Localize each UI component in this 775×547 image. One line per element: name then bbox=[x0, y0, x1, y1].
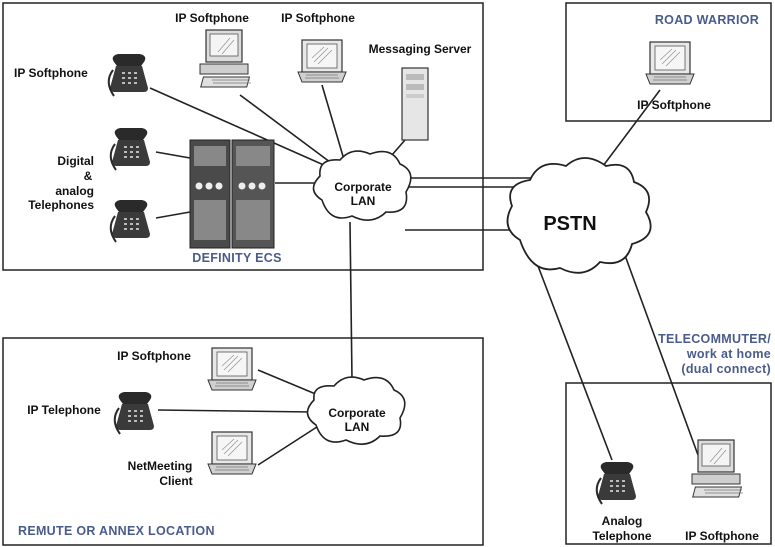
desktop-computer-icon bbox=[199, 29, 252, 88]
telephone-icon bbox=[113, 391, 155, 435]
tele-ip-softphone-label: IP Softphone bbox=[685, 529, 759, 543]
remote-location-label: REMUTE OR ANNEX LOCATION bbox=[18, 524, 215, 538]
laptop-icon bbox=[645, 41, 695, 85]
server-tower-icon bbox=[401, 67, 429, 141]
corporate-lan-bottom-line2: LAN bbox=[345, 420, 370, 434]
corporate-lan-cloud-bottom bbox=[306, 376, 406, 445]
telephone-icon bbox=[109, 127, 151, 171]
pstn-cloud bbox=[506, 157, 652, 274]
remote-location-box bbox=[2, 337, 484, 546]
road-warrior-label: ROAD WARRIOR bbox=[655, 13, 759, 27]
pbx-cabinet-icon bbox=[189, 139, 275, 249]
telecommuter-box bbox=[565, 382, 772, 545]
laptop-icon bbox=[207, 347, 257, 391]
telephone-icon bbox=[107, 53, 149, 97]
messaging-server-label: Messaging Server bbox=[369, 42, 472, 56]
netmeeting-label-1: NetMeeting bbox=[128, 459, 193, 473]
corporate-lan-cloud-top bbox=[312, 150, 412, 221]
telecommuter-label-3: (dual connect) bbox=[681, 362, 771, 376]
analog-telephone-label-1: Analog bbox=[602, 514, 643, 528]
digital-phones-label-1: Digital bbox=[57, 154, 94, 168]
netmeeting-label-2: Client bbox=[159, 474, 192, 488]
digital-phones-label-4: Telephones bbox=[28, 198, 94, 212]
telecommuter-label-1: TELECOMMUTER/ bbox=[658, 332, 771, 346]
road-warrior-box bbox=[565, 2, 772, 122]
remote-ip-softphone-label: IP Softphone bbox=[117, 349, 191, 363]
telecommuter-label-2: work at home bbox=[686, 347, 771, 361]
analog-telephone-label-2: Telephone bbox=[592, 529, 651, 543]
corporate-lan-top-line1: Corporate bbox=[334, 180, 392, 194]
road-warrior-softphone-label: IP Softphone bbox=[637, 98, 711, 112]
laptop-icon bbox=[297, 39, 347, 83]
corporate-lan-top-line2: LAN bbox=[351, 194, 376, 208]
telephone-icon bbox=[595, 461, 637, 505]
digital-phones-label-2: & bbox=[84, 169, 93, 183]
corporate-lan-bottom-line1: Corporate bbox=[328, 406, 386, 420]
remote-ip-telephone-label: IP Telephone bbox=[27, 403, 101, 417]
main-ip-softphone-laptop-label: IP Softphone bbox=[281, 11, 355, 25]
main-ip-softphone-desktop-label: IP Softphone bbox=[175, 11, 249, 25]
pstn-label: PSTN bbox=[543, 213, 596, 235]
main-ip-softphone-left-label: IP Softphone bbox=[14, 66, 88, 80]
telephone-icon bbox=[109, 199, 151, 243]
digital-phones-label-3: analog bbox=[55, 184, 94, 198]
desktop-computer-icon bbox=[691, 439, 744, 498]
definity-ecs-label: DEFINITY ECS bbox=[192, 251, 282, 265]
main-location-box bbox=[2, 2, 484, 271]
laptop-icon bbox=[207, 431, 257, 475]
